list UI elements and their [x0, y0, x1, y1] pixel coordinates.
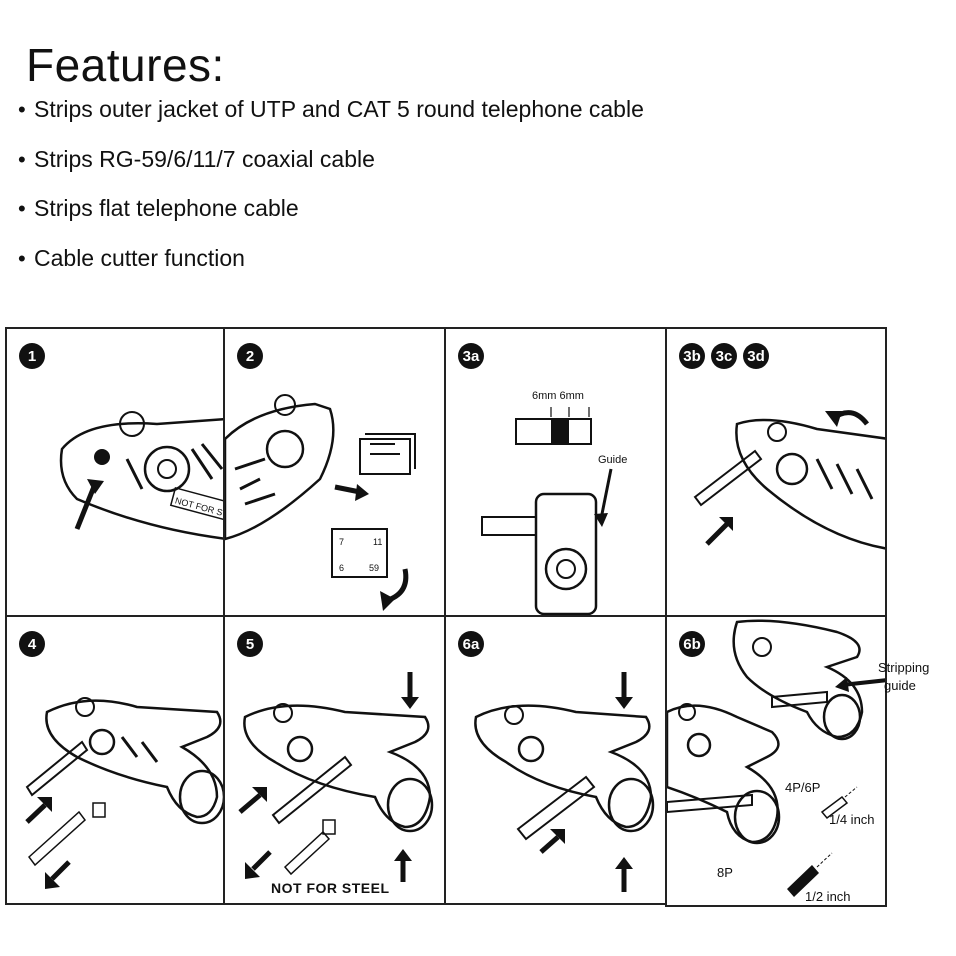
- tool-illustration: [474, 672, 655, 892]
- step-badges: 5: [237, 631, 269, 657]
- tool-illustration: 6mm 6mm Guide: [481, 390, 627, 615]
- insert-label: 59: [369, 563, 379, 573]
- step-badge: 3d: [743, 343, 769, 369]
- step-6a-panel: 6a: [444, 615, 667, 905]
- insert-label: 7: [339, 537, 344, 547]
- step-2-panel: 7 11 6 59 2: [223, 327, 446, 617]
- step-badge: 3b: [679, 343, 705, 369]
- tool-illustration: [693, 410, 885, 550]
- step-badge: 3a: [458, 343, 484, 369]
- tool-illustration: NOT FOR STEEL: [238, 672, 434, 896]
- feature-item: •Strips RG-59/6/11/7 coaxial cable: [18, 142, 644, 192]
- stripping-guide-line-2: guide: [884, 678, 916, 693]
- step-5-panel: NOT FOR STEEL 5: [223, 615, 446, 905]
- tool-illustration: [25, 697, 223, 889]
- insert-label: 11: [373, 537, 382, 547]
- step-badges: 4: [19, 631, 51, 657]
- feature-item: •Cable cutter function: [18, 241, 644, 291]
- guide-label: Guide: [598, 454, 627, 466]
- bullet-icon: •: [18, 97, 26, 122]
- stripping-guide-callout: Stripping guide: [878, 660, 929, 693]
- step-3bcd-panel: 3b 3c 3d: [665, 327, 887, 617]
- feature-item: •Strips outer jacket of UTP and CAT 5 ro…: [18, 92, 644, 142]
- step-badge: 6a: [458, 631, 484, 657]
- step-badge: 6b: [679, 631, 705, 657]
- step-badges: 2: [237, 343, 269, 369]
- insert-label: 6: [339, 563, 344, 573]
- step-badge: 5: [237, 631, 263, 657]
- page-title: Features:: [26, 39, 225, 91]
- tool-illustration: Stripping 4P/6P 1/4 inch 8P 1/2 inch: [667, 619, 885, 904]
- step-badges: 1: [19, 343, 51, 369]
- step-1-panel: NOT FOR STE 1: [5, 327, 225, 617]
- step-badges: 3a: [458, 343, 490, 369]
- not-for-steel-warning: NOT FOR STEEL: [271, 880, 390, 896]
- step-badges: 6a: [458, 631, 490, 657]
- measurement-label: 6mm 6mm: [532, 390, 584, 402]
- tool-illustration: 7 11 6 59: [225, 394, 416, 611]
- quarter-inch-label: 1/4 inch: [829, 812, 875, 827]
- size-4p6p-label: 4P/6P: [785, 780, 820, 795]
- bullet-icon: •: [18, 245, 26, 271]
- stripping-guide-line-1: Stripping: [878, 660, 929, 675]
- step-badges: 6b: [679, 631, 711, 657]
- step-badge: 4: [19, 631, 45, 657]
- step-badge: 2: [237, 343, 263, 369]
- step-badge: 1: [19, 343, 45, 369]
- half-inch-label: 1/2 inch: [805, 889, 851, 904]
- step-3a-panel: 6mm 6mm Guide 3a: [444, 327, 667, 617]
- tool-illustration: NOT FOR STE: [59, 411, 223, 540]
- bullet-icon: •: [18, 196, 26, 221]
- step-badges: 3b 3c 3d: [679, 343, 775, 369]
- step-badge: 3c: [711, 343, 737, 369]
- feature-item: •Strips flat telephone cable: [18, 191, 644, 241]
- step-4-panel: 4: [5, 615, 225, 905]
- size-8p-label: 8P: [717, 865, 733, 880]
- bullet-icon: •: [18, 146, 26, 172]
- step-6b-panel: Stripping 4P/6P 1/4 inch 8P 1/2 inch 6b: [665, 615, 887, 907]
- feature-list: •Strips outer jacket of UTP and CAT 5 ro…: [18, 92, 644, 290]
